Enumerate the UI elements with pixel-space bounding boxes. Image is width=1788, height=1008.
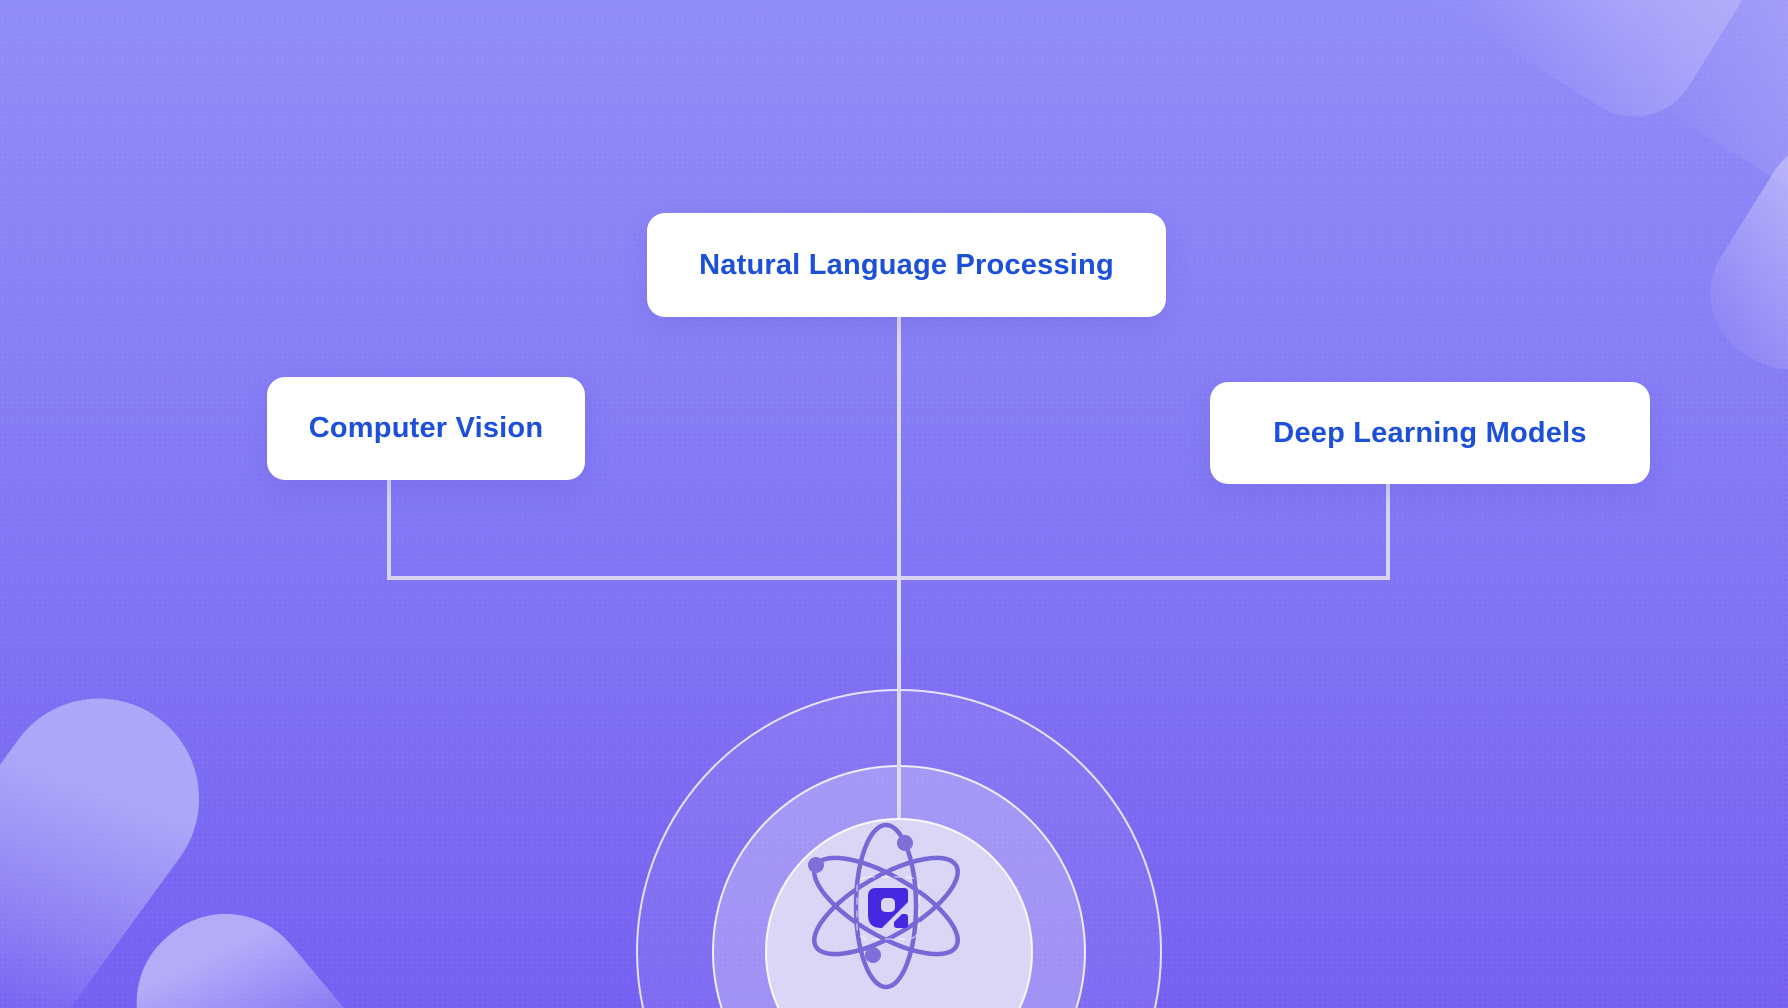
node-natural-language-processing: Natural Language Processing — [647, 213, 1166, 317]
hub-inner-disc — [765, 818, 1033, 1008]
logo-corner-square — [894, 914, 908, 928]
connector-horizontal — [387, 576, 1390, 580]
app-logo-icon — [868, 888, 908, 928]
atom-icon — [808, 822, 960, 990]
orbit-diagonal-left — [812, 855, 960, 957]
node-deep-learning-models: Deep Learning Models — [1210, 382, 1650, 484]
logo-notch — [881, 898, 895, 912]
node-computer-vision: Computer Vision — [267, 377, 585, 480]
connector-left-vertical — [387, 480, 391, 580]
connector-right-vertical — [1386, 483, 1390, 580]
node-label: Deep Learning Models — [1273, 416, 1587, 449]
orbit-vertical — [853, 822, 919, 990]
logo-focus-frame — [856, 876, 920, 940]
connector-center-vertical — [897, 317, 901, 827]
node-label: Natural Language Processing — [699, 248, 1114, 281]
electron-top — [897, 835, 913, 851]
node-label: Computer Vision — [308, 412, 544, 444]
electron-bottom — [865, 947, 881, 963]
electron-left — [808, 857, 824, 873]
